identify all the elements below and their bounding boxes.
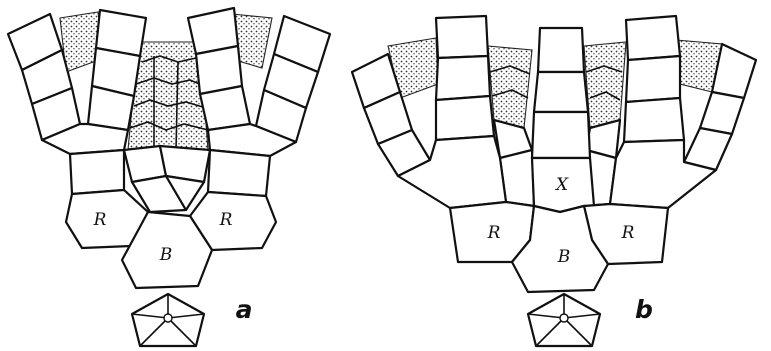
panel-a-label: a xyxy=(236,295,253,324)
panel-b-label: b xyxy=(635,295,653,324)
panel-b-right-radial-label: R xyxy=(621,223,635,243)
panel-b-anal-label: X xyxy=(554,175,569,195)
panel-a-basal-label: B xyxy=(159,245,173,265)
panel-b-anal-plate: X xyxy=(532,158,594,212)
panel-b-basal-label: B xyxy=(557,247,571,267)
panel-a-stem xyxy=(132,294,204,346)
panel-b-left-radial-label: R xyxy=(487,223,501,243)
panel-b-stem xyxy=(528,294,600,346)
panel-a-left-radial-label: R xyxy=(93,210,107,230)
panel-a-drawing: R R B a xyxy=(8,8,330,346)
panel-a-right-radial-label: R xyxy=(219,210,233,230)
panel-b-drawing: X xyxy=(352,16,756,346)
panel-a-left-column xyxy=(42,124,128,194)
panel-b-left-inner-arm xyxy=(436,16,494,140)
panel-b-right-inner-arm xyxy=(624,16,684,142)
panel-b-anal-column xyxy=(532,28,590,158)
